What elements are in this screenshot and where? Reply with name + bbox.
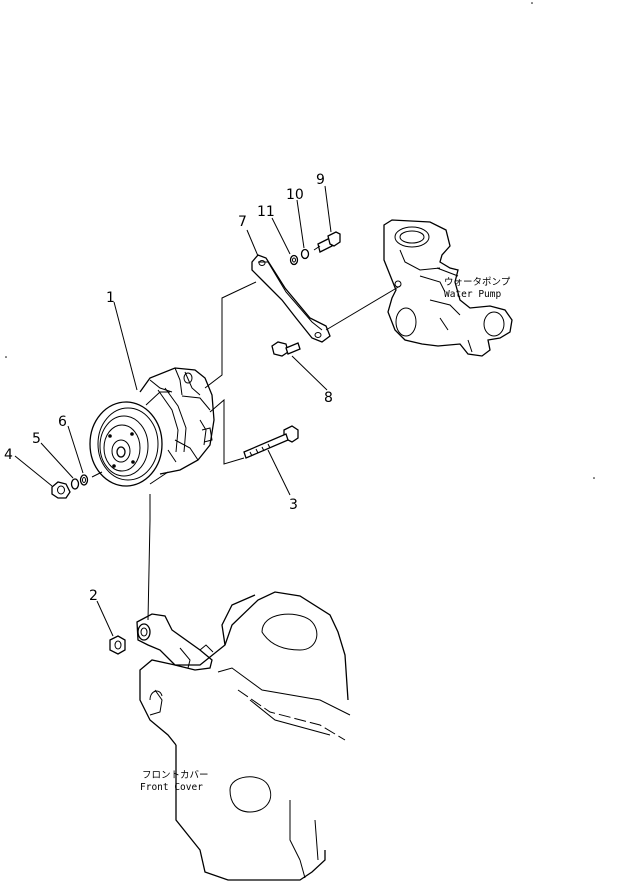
washer-part-6 [79, 474, 89, 486]
assembly-lines [91, 281, 401, 621]
part-number-labels: 1 2 3 4 5 6 7 8 9 10 11 [4, 172, 333, 604]
mounting-bracket-drawing [136, 613, 214, 671]
part-label-11: 11 [257, 204, 275, 220]
bolt-part-3 [243, 425, 299, 459]
washer-part-5 [70, 478, 80, 490]
part-label-3: 3 [289, 497, 298, 513]
washer-part-11 [289, 254, 299, 266]
nut-part-4 [51, 481, 71, 499]
part-label-5: 5 [32, 431, 41, 447]
part-label-2: 2 [89, 588, 98, 604]
leader-lines [14, 185, 459, 637]
bolt-part-9 [313, 231, 341, 253]
nut-part-2 [109, 635, 126, 655]
part-label-1: 1 [106, 290, 115, 306]
scan-specks [5, 2, 595, 479]
callout-labels: ウォータポンプ Water Pump フロントカバー Front Cover [140, 277, 511, 793]
water-pump-label-jp: ウォータポンプ [444, 277, 511, 288]
part-label-4: 4 [4, 447, 13, 463]
adjust-bracket-part-7 [251, 254, 331, 343]
bolt-part-8 [271, 341, 301, 357]
front-cover-label-en: Front Cover [140, 782, 203, 793]
part-label-9: 9 [316, 172, 325, 188]
compressor-part-1 [89, 367, 215, 487]
part-label-6: 6 [58, 414, 67, 430]
part-label-10: 10 [286, 187, 304, 203]
water-pump-label-en: Water Pump [444, 289, 501, 300]
water-pump-drawing [383, 219, 513, 357]
front-cover-drawing [139, 591, 351, 881]
front-cover-label-jp: フロントカバー [142, 770, 209, 781]
part-label-8: 8 [324, 390, 333, 406]
washer-part-10 [300, 248, 310, 260]
part-label-7: 7 [238, 214, 247, 230]
